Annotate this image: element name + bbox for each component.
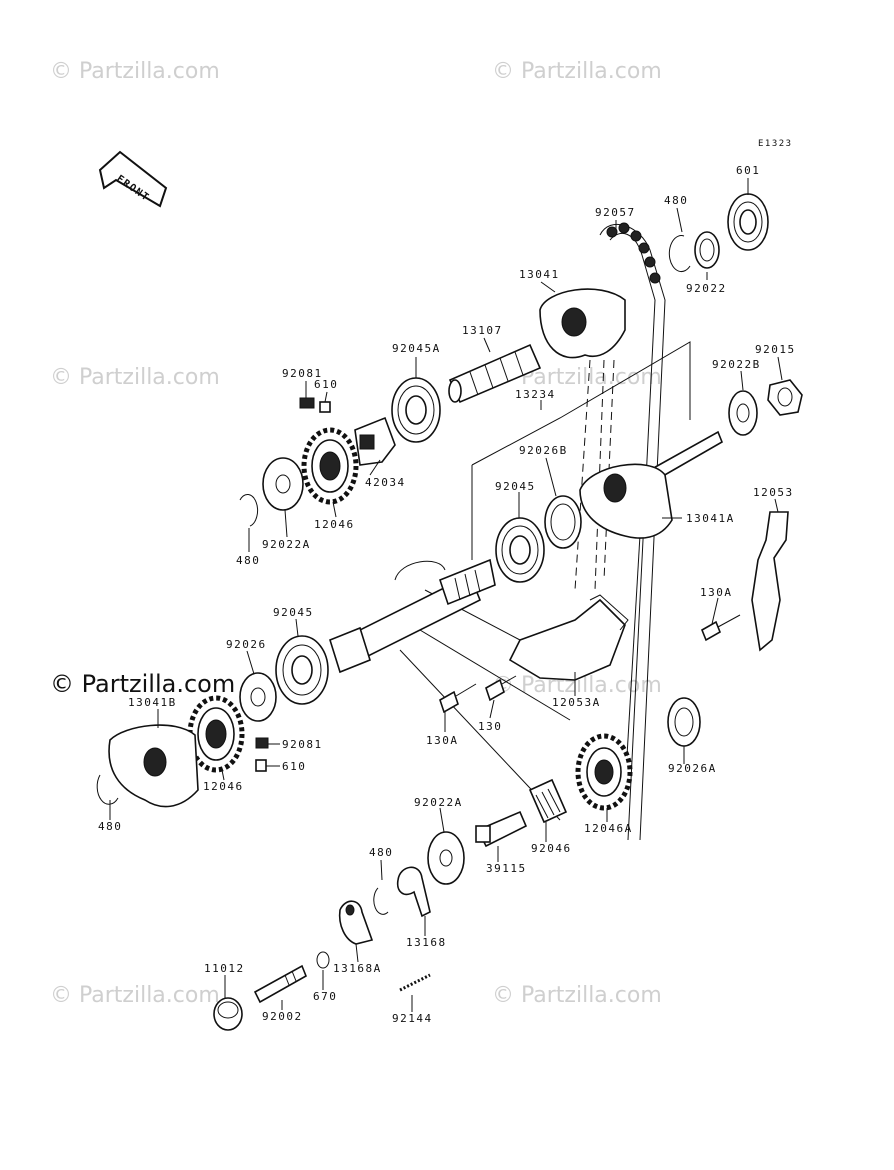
label-92045: 92045 [495,480,536,493]
plate-13168A [338,900,374,945]
washer-92022A-low [427,831,465,885]
needle-bearing-92046 [528,778,568,824]
label-39115: 39115 [486,862,527,875]
shaft-39115 [475,810,528,848]
circlip-480-low [373,887,389,915]
label-13041: 13041 [519,268,560,281]
sprocket-12046-low [187,695,245,773]
front-arrow-icon: FRONT [98,150,168,208]
spring-92144 [399,973,431,992]
stud-92002 [253,964,308,1004]
label-670: 670 [313,990,337,1003]
bracket-12053A [508,594,629,681]
label-480: 480 [664,194,688,207]
label-480: 480 [98,820,122,833]
washer-92026 [239,672,277,722]
watermark: © Partzilla.com [50,983,220,1008]
watermark: © Partzilla.com [50,59,220,84]
watermark: © Partzilla.com [492,983,662,1008]
part-labels: 601 480 92057 92022 13041 13107 92045A 9… [98,164,796,1025]
label-92022A: 92022A [414,796,463,809]
label-12053A: 12053A [552,696,601,709]
spring-92081-low [255,737,269,749]
label-92026: 92026 [226,638,267,651]
plate-13168 [396,866,431,918]
washer-92022 [694,231,720,269]
bearing-601 [727,193,769,251]
circlip-480-left [239,494,259,527]
label-12046A: 12046A [584,822,633,835]
circlip-480-bottom-left [96,774,119,805]
label-610: 610 [314,378,338,391]
label-13168A: 13168A [333,962,382,975]
sprocket-12046A [575,733,633,811]
label-92026A: 92026A [668,762,717,775]
figure-code: E1323 [758,139,793,149]
label-13041A: 13041A [686,512,735,525]
shift-cam-13041A [579,463,673,539]
label-12046: 12046 [203,780,244,793]
label-92046: 92046 [531,842,572,855]
label-13234: 13234 [515,388,556,401]
label-92081: 92081 [282,738,323,751]
bolt-130A-mid [439,683,477,714]
assembly-outline-13234 [471,341,691,560]
label-92022A: 92022A [262,538,311,551]
label-601: 601 [736,164,760,177]
label-13107: 13107 [462,324,503,337]
label-92057: 92057 [595,206,636,219]
label-42034: 42034 [365,476,406,489]
cap-11012 [213,997,243,1031]
label-610: 610 [282,760,306,773]
bearing-92045-mid [495,517,545,583]
watermark: © Partzilla.com [50,365,220,390]
hub-42034 [354,416,396,466]
label-13168: 13168 [406,936,447,949]
label-480: 480 [236,554,260,567]
bolt-130 [485,675,517,702]
watermarks: © Partzilla.com © Partzilla.com © Partzi… [50,59,662,1008]
label-92026B: 92026B [519,444,568,457]
watermark-prominent: © Partzilla.com [50,670,235,698]
pin-610-low [255,759,267,772]
ring-670 [316,951,330,969]
label-92015: 92015 [755,343,796,356]
bearing-92045A [391,377,441,443]
label-12046: 12046 [314,518,355,531]
bolt-130A-right [700,614,741,642]
label-92081: 92081 [282,367,323,380]
washer-92022B [728,390,758,436]
shift-cam-13041 [539,288,626,359]
watermark: © Partzilla.com [492,59,662,84]
label-92045: 92045 [273,606,314,619]
spring-92081-top [299,397,315,409]
label-130: 130 [478,720,502,733]
label-480: 480 [369,846,393,859]
main-shaft [329,558,496,674]
pin-610-top [319,401,331,413]
label-130A: 130A [700,586,733,599]
washer-92022A-top [262,457,304,511]
nut-92015 [767,379,803,416]
sprocket-12046-top [301,427,359,505]
label-92022B: 92022B [712,358,761,371]
label-92002: 92002 [262,1010,303,1023]
label-92022: 92022 [686,282,727,295]
bearing-92045-low [275,635,329,705]
leader-lines [109,178,783,1012]
label-13041B: 13041B [128,696,177,709]
label-130A: 130A [426,734,459,747]
label-92045A: 92045A [392,342,441,355]
drive-chain [599,222,666,841]
label-12053: 12053 [753,486,794,499]
washer-92026B [544,495,582,549]
spline-shaft-13107 [448,343,542,404]
circlip-480-top [668,235,691,273]
washer-92026A [667,697,701,747]
bracket-12053 [751,511,789,652]
label-11012: 11012 [204,962,245,975]
label-92144: 92144 [392,1012,433,1025]
shift-cam-13041B [108,724,199,808]
